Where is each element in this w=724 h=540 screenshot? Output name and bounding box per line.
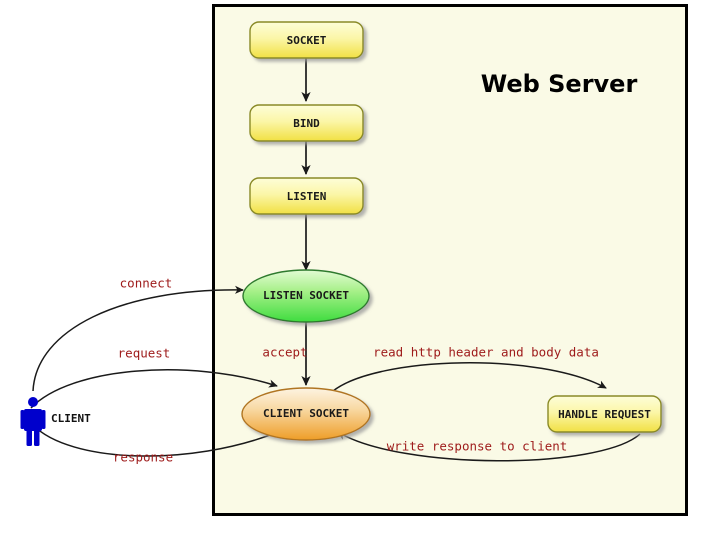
person-icon xyxy=(20,397,46,446)
node-listen-socket-label: LISTEN SOCKET xyxy=(263,289,349,302)
node-socket[interactable]: SOCKET xyxy=(249,21,364,59)
node-listen[interactable]: LISTEN xyxy=(249,177,364,215)
web-server-title: Web Server xyxy=(481,70,638,98)
node-client-socket-label: CLIENT SOCKET xyxy=(263,407,349,420)
edge-label-request: request xyxy=(118,346,171,361)
node-handle-request[interactable]: HANDLE REQUEST xyxy=(547,395,662,433)
node-listen-label: LISTEN xyxy=(287,190,327,203)
edge-label-connect: connect xyxy=(120,276,173,291)
edge-label-write-response: write response to client xyxy=(387,439,568,454)
node-listen-socket[interactable]: LISTEN SOCKET xyxy=(242,269,370,323)
edge-label-accept: accept xyxy=(262,345,307,360)
node-handle-request-label: HANDLE REQUEST xyxy=(558,408,651,421)
node-bind[interactable]: BIND xyxy=(249,104,364,142)
edge-connect-curve xyxy=(32,285,244,392)
edge-response-curve xyxy=(32,424,279,457)
node-socket-label: SOCKET xyxy=(287,34,327,47)
edge-label-response: response xyxy=(113,450,173,465)
edge-request-curve xyxy=(30,369,278,409)
edge-label-read-http: read http header and body data xyxy=(373,345,599,360)
node-bind-label: BIND xyxy=(293,117,320,130)
edge-read-request-curve xyxy=(332,362,607,392)
client-actor-label: CLIENT xyxy=(51,412,91,425)
node-client-socket[interactable]: CLIENT SOCKET xyxy=(241,387,371,441)
edge-write-response-curve xyxy=(337,431,641,462)
client-actor[interactable]: CLIENT xyxy=(20,397,92,446)
